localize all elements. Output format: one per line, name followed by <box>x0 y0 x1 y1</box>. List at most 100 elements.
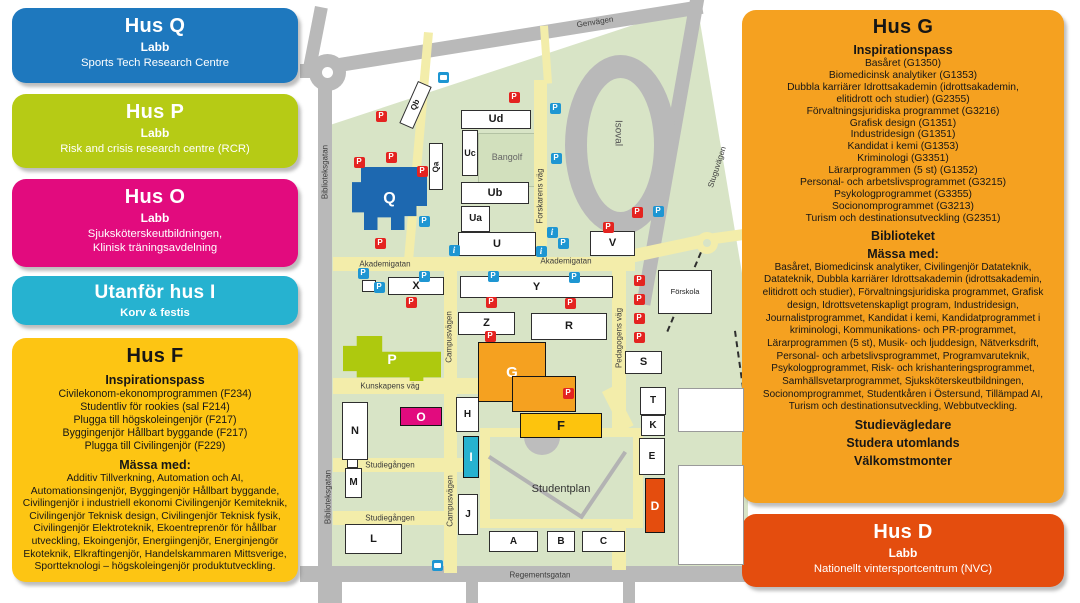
roundabout-center <box>322 67 333 78</box>
building-label-k: K <box>649 419 657 431</box>
parking-icon-blue: P <box>418 215 430 227</box>
building-label-s: S <box>639 356 648 368</box>
building-label-ub: Ub <box>487 186 503 199</box>
info-icon: i <box>535 245 547 257</box>
building-label-qb: Qb <box>408 97 422 112</box>
path-studiegangen-1 <box>333 458 463 472</box>
parking-icon-blue: P <box>568 271 580 283</box>
inspirationspass-list: Basåret (G1350) Biomedicinsk analytiker … <box>787 58 1019 224</box>
parking-icon-red: P <box>375 110 387 122</box>
street-label-biblioteksgatan: Biblioteksgatan <box>320 144 330 200</box>
massa-list: Basåret, Biomedicinsk analytiker, Civili… <box>762 261 1044 413</box>
building-ud: Ud <box>461 110 531 129</box>
building-label-g: G <box>506 363 518 381</box>
building-uc: Uc <box>462 130 478 176</box>
building-label-x: X <box>412 279 420 292</box>
parking-icon-red: P <box>385 151 397 163</box>
path-akademigatan <box>333 257 635 271</box>
building-o: O <box>400 407 442 426</box>
building-c: C <box>582 531 625 552</box>
bus-stop-icon <box>437 71 449 83</box>
box-title: Hus F <box>126 345 184 367</box>
building-label-f: F <box>557 418 565 433</box>
box-body: Nationellt vintersportcentrum (NVC) <box>813 563 993 575</box>
parking-icon-red: P <box>405 296 417 308</box>
parking-icon-red: P <box>484 330 496 342</box>
building-x: X <box>388 277 444 295</box>
parking-icon-blue: P <box>557 237 569 249</box>
parking-icon-blue: P <box>487 270 499 282</box>
building-label-i-bld: I <box>469 450 473 464</box>
building-label-d: D <box>650 498 660 513</box>
building-n: N <box>342 402 368 460</box>
section-heading: Mässa med: <box>119 458 191 472</box>
building-k: K <box>641 415 665 436</box>
building-label-p: P <box>387 350 397 367</box>
street-label-kunskapens-vag: Kunskapens väg <box>360 381 420 391</box>
building-b: B <box>547 531 575 552</box>
box-title: Hus Q <box>124 15 186 37</box>
building-ua: Ua <box>461 206 490 232</box>
building-j: J <box>458 494 478 535</box>
building-y: Y <box>460 276 613 298</box>
street-label-studiegangen: Studiegången <box>365 460 415 470</box>
bangolf-area <box>478 133 538 187</box>
building-ub: Ub <box>461 182 529 204</box>
road-regementsgatan <box>300 566 748 582</box>
parking-icon-blue: P <box>652 205 664 217</box>
path-forskarens-vag <box>534 80 547 260</box>
info-box-utanfor-hus-i: Utanför hus I Korv & festis <box>12 276 298 325</box>
parking-icon-red: P <box>631 206 643 218</box>
road-west-stub <box>300 64 312 78</box>
street-label-regementsgatan: Regementsgatan <box>509 570 571 580</box>
info-box-hus-o: Hus O Labb Sjuksköterskeutbildningen, Kl… <box>12 179 298 267</box>
box-body: Risk and crisis research centre (RCR) <box>60 143 250 155</box>
street-label-akademigatan: Akademigatan <box>540 256 592 266</box>
box-title: Hus G <box>872 16 934 38</box>
info-box-hus-q: Hus Q Labb Sports Tech Research Centre <box>12 8 298 83</box>
path-campusvagen <box>444 258 457 573</box>
info-icon: i <box>448 244 460 256</box>
box-subtitle: Labb <box>140 211 170 225</box>
building-label-r: R <box>565 320 573 332</box>
building-label-y: Y <box>532 280 541 293</box>
building-label-t-bld: T <box>649 395 657 406</box>
info-box-hus-p: Hus P Labb Risk and crisis research cent… <box>12 94 298 168</box>
building-label-uc: Uc <box>464 147 476 158</box>
info-box-hus-g: Hus G Inspirationspass Basåret (G1350) B… <box>742 10 1064 503</box>
building-label-qa: Qa <box>430 161 440 172</box>
parking-icon-red: P <box>508 91 520 103</box>
section-heading: Biblioteket <box>871 228 935 243</box>
parking-icon-blue: P <box>373 281 385 293</box>
box-body: Sjuksköterskeutbildningen, Klinisk träni… <box>87 228 223 255</box>
parking-icon-red: P <box>633 293 645 305</box>
inspirationspass-list: Civilekonom-ekonomprogrammen (F234) Stud… <box>58 388 252 452</box>
parking-icon-red: P <box>633 274 645 286</box>
parking-icon-red: P <box>602 221 614 233</box>
street-label-akademigatan: Akademigatan <box>359 259 411 269</box>
building-label-m: M <box>349 477 358 488</box>
building-f: F <box>520 413 602 438</box>
section-heading: Inspirationspass <box>853 43 953 57</box>
building-m: M <box>345 468 362 498</box>
building-sq-2 <box>347 459 358 468</box>
footer-item: Studievägledare <box>854 418 952 433</box>
parking-icon-red: P <box>633 331 645 343</box>
building-label-ud: Ud <box>488 113 504 125</box>
building-r: R <box>531 313 607 340</box>
building-v: V <box>590 231 635 256</box>
footer-item: Studera utomlands <box>846 436 960 451</box>
street-label-studiegangen: Studiegången <box>365 513 415 523</box>
building-label-b: B <box>557 535 565 547</box>
building-a: A <box>489 531 538 552</box>
info-icon: i <box>546 226 558 238</box>
road-biblioteksgatan <box>318 82 332 603</box>
parking-icon-blue: P <box>549 102 561 114</box>
mini-roundabout-center <box>703 239 711 247</box>
studentplan-semicircle <box>524 437 560 455</box>
box-title: Hus D <box>873 521 933 543</box>
building-h: H <box>456 397 479 432</box>
parking-icon-red: P <box>353 156 365 168</box>
